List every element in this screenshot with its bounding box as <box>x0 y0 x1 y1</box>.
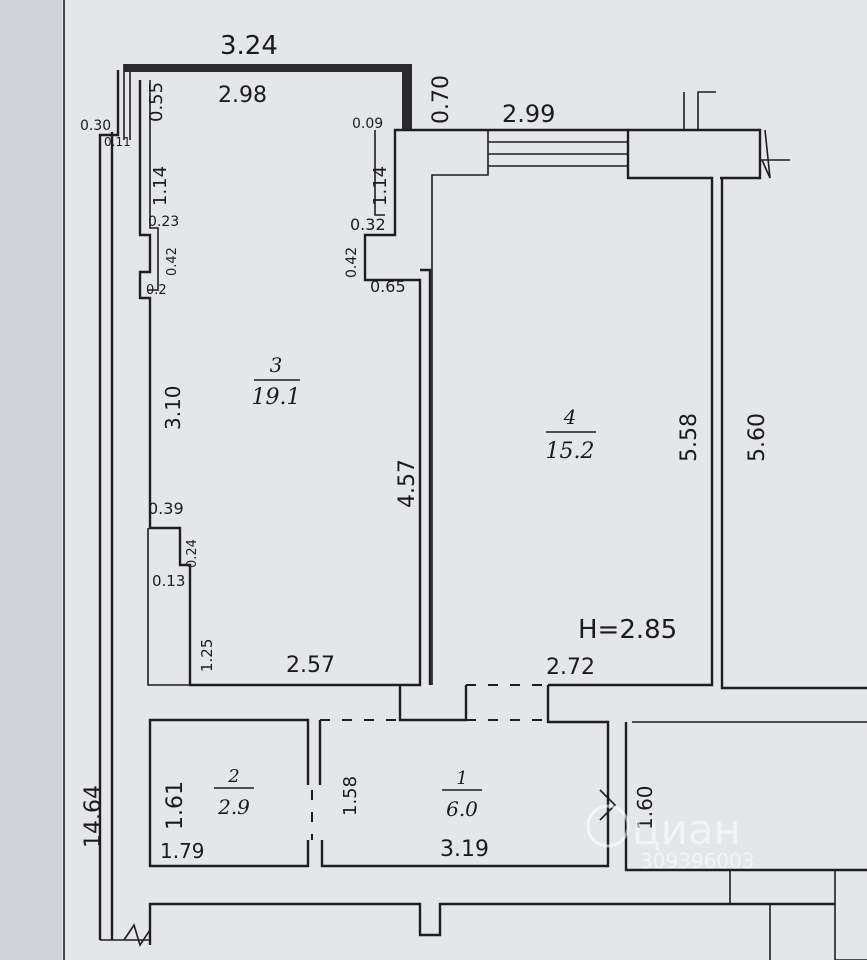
room-area: 2.9 <box>217 795 250 819</box>
right-room-wall <box>720 178 867 690</box>
room-4-wall <box>412 128 714 687</box>
door-arc-right <box>599 789 617 821</box>
bottom-right-partition <box>729 870 771 960</box>
room-3-inner-ledge <box>148 80 159 291</box>
cian-watermark: циан 309396003 <box>586 804 755 873</box>
watermark-brand: циан <box>632 805 741 854</box>
dim-114-left: 1.14 <box>150 166 171 206</box>
room-4-label: 4 15.2 <box>546 405 596 464</box>
dim-011: 0.11 <box>104 135 131 149</box>
dim-top-room4: 2.99 <box>502 100 555 128</box>
dim-160: 1.60 <box>633 785 657 830</box>
dim-158: 1.58 <box>340 776 361 816</box>
dim-457: 4.57 <box>395 459 420 508</box>
balcony-right-wall <box>402 64 412 130</box>
dim-030: 0.30 <box>80 118 111 134</box>
room-1-label: 1 6.0 <box>442 768 482 821</box>
dim-161: 1.61 <box>163 781 188 830</box>
dim-023: 0.23 <box>148 214 179 230</box>
dim-024: 0.24 <box>185 539 200 568</box>
dim-013: 0.13 <box>152 572 185 590</box>
balcony-top-wall <box>124 64 412 72</box>
dim-042-right: 0.42 <box>344 247 360 278</box>
room-area: 6.0 <box>446 797 478 821</box>
dim-179: 1.79 <box>160 839 205 863</box>
dim-balcony-side: 0.70 <box>429 75 454 124</box>
watermark-id: 309396003 <box>640 849 755 873</box>
window-room-4 <box>488 141 628 167</box>
chimney-mark <box>683 91 716 131</box>
dim-560: 5.60 <box>745 413 770 462</box>
dim-055: 0.55 <box>146 82 167 122</box>
dim-1464: 14.64 <box>81 785 106 848</box>
page-edge <box>0 0 62 960</box>
dim-009: 0.09 <box>352 116 383 132</box>
dim-125: 1.25 <box>198 639 216 672</box>
outer-left-wall <box>98 70 120 940</box>
lower-right-wall <box>624 722 867 872</box>
dim-042-left: 0.42 <box>165 247 180 276</box>
room-number: 1 <box>456 768 467 789</box>
door-column <box>398 685 468 722</box>
room-3-label: 3 19.1 <box>252 353 301 410</box>
room-area: 19.1 <box>252 385 301 410</box>
room-4-inner <box>431 130 489 685</box>
room-number: 4 <box>563 405 577 429</box>
dim-02: 0.2 <box>146 283 167 298</box>
dim-065: 0.65 <box>370 277 406 296</box>
break-mark-bottom <box>123 923 151 947</box>
room-2-label: 2 2.9 <box>214 766 254 819</box>
dim-114-right: 1.14 <box>370 166 391 206</box>
bottom-right-partition-2 <box>834 870 867 960</box>
top-right-wall <box>628 128 762 180</box>
ceiling-height: H=2.85 <box>578 615 677 645</box>
dim-257: 2.57 <box>286 653 335 678</box>
break-mark-right <box>760 129 790 179</box>
bottom-wall <box>148 902 835 945</box>
room-3-niche <box>147 528 190 686</box>
dim-319: 3.19 <box>440 837 489 862</box>
dim-310: 3.10 <box>161 385 185 430</box>
dim-032: 0.32 <box>350 215 386 234</box>
dim-top-outer: 3.24 <box>220 31 278 61</box>
room-2-wall <box>148 718 310 868</box>
room-area: 15.2 <box>546 439 595 464</box>
room-number: 2 <box>227 766 239 787</box>
dim-272: 2.72 <box>546 655 595 680</box>
cian-logo-icon <box>586 804 630 848</box>
dim-top-inner: 2.98 <box>218 83 267 108</box>
dim-039: 0.39 <box>148 499 184 518</box>
dim-558: 5.58 <box>677 413 702 462</box>
wall-3-4 <box>420 268 432 685</box>
room-3-wall <box>138 80 422 687</box>
room-3-right-ledge <box>374 130 385 216</box>
room-number: 3 <box>270 353 283 377</box>
room-1-wall <box>320 685 610 868</box>
